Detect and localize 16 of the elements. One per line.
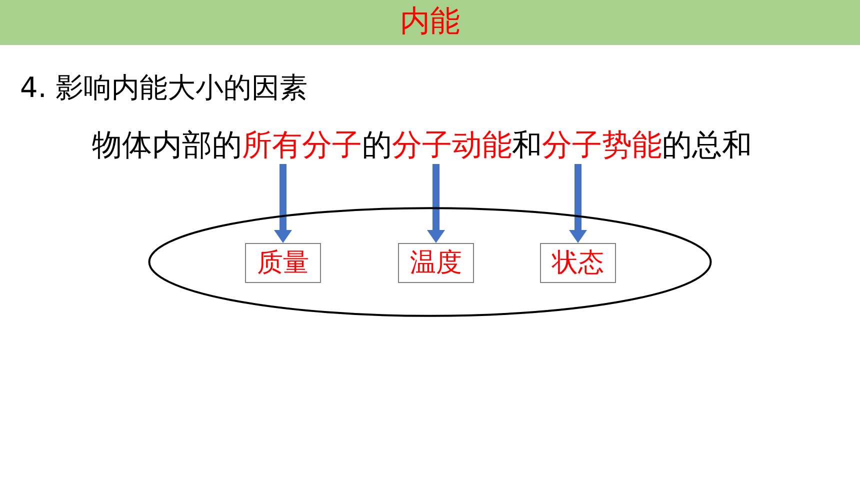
slide-title: 内能 (400, 4, 460, 39)
factor-box: 质量 (245, 243, 321, 283)
ellipse-outline (147, 207, 713, 317)
highlighted-phrase: 分子势能 (542, 128, 662, 164)
sentence-text: 的总和 (662, 128, 752, 164)
section-heading: 4. 影响内能大小的因素 (20, 70, 308, 106)
sentence-text: 和 (512, 128, 542, 164)
factor-box: 温度 (398, 243, 474, 283)
highlighted-phrase: 所有分子 (242, 128, 362, 164)
highlighted-phrase: 分子动能 (392, 128, 512, 164)
down-arrow (274, 164, 292, 243)
sentence-text: 物体内部的 (92, 128, 242, 164)
sentence-text: 的 (362, 128, 392, 164)
down-arrow (427, 164, 445, 243)
down-arrow (569, 164, 587, 243)
factor-box: 状态 (540, 243, 616, 283)
